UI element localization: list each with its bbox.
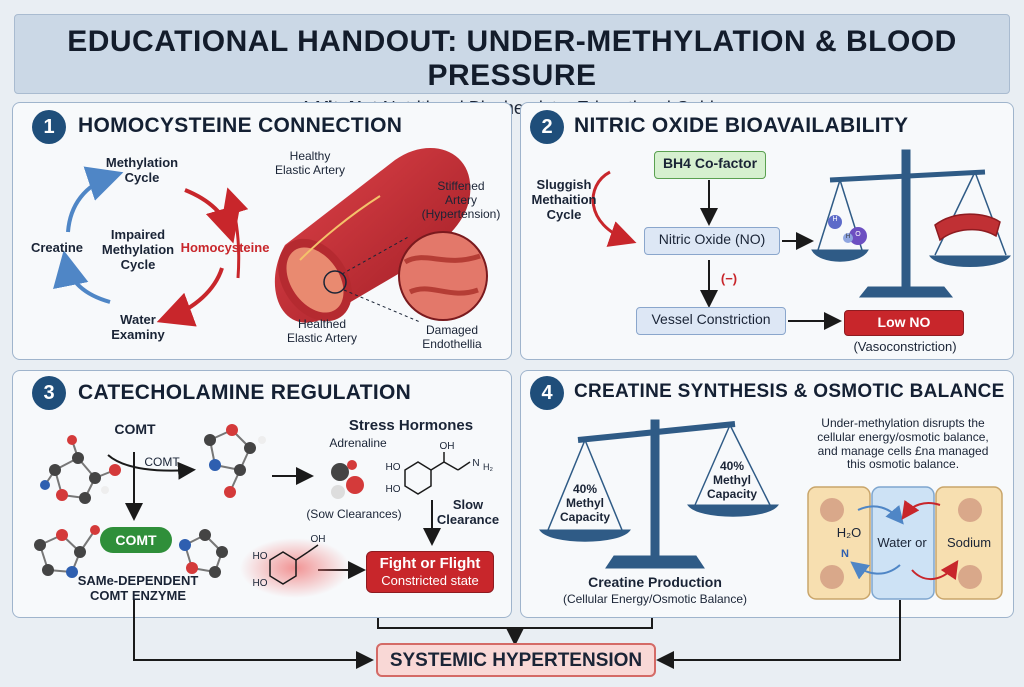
bh4-cofactor-box: BH4 Co-factor xyxy=(654,151,766,179)
panel-1-title: HOMOCYSTEINE CONNECTION xyxy=(78,114,403,137)
water-or-label: Water or xyxy=(877,535,927,550)
catechol-structure-bottom xyxy=(240,538,350,598)
molecule-left xyxy=(40,435,121,504)
adrenaline-molecule-3d xyxy=(331,460,364,499)
comt-enzyme-pill: COMT xyxy=(100,527,172,553)
panel-2-title: NITRIC OXIDE BIOAVAILABILITY xyxy=(574,114,909,137)
oh-label-bottom: OH xyxy=(310,534,326,545)
cycle-arrow-blue-bottom xyxy=(53,250,111,304)
sluggish-arrow xyxy=(591,170,637,247)
page-title: EDUCATIONAL HANDOUT: UNDER-METHYLATION &… xyxy=(67,25,957,92)
molecule-bottom-left xyxy=(34,525,100,578)
cycle-arrow-red-top xyxy=(184,188,241,244)
comt-mid-label: COMT xyxy=(144,455,180,469)
methylation-cycle-label: Methylation Cycle xyxy=(105,155,179,185)
vasoconstriction-label: (Vasoconstriction) xyxy=(853,339,957,354)
panel-3-title: CATECHOLAMINE REGULATION xyxy=(78,381,412,404)
sow-clearances-label: (Sow Clearances) xyxy=(306,507,402,521)
right-pan-label: 40% Methyl Capacity xyxy=(706,459,758,501)
healthed-artery-label: Healthed Elastic Artery xyxy=(286,317,358,345)
catechol-structure-top xyxy=(404,452,471,495)
creatine-production-label: Creatine Production xyxy=(588,574,722,590)
sodium-label: Sodium xyxy=(946,535,992,550)
oh-label-top: OH xyxy=(439,441,455,452)
constricted-state-label: Constricted state xyxy=(381,573,479,588)
comt-top-label: COMT xyxy=(114,421,156,437)
cycle-arrow-red-bottom xyxy=(156,267,224,327)
inhibit-sign: (−) xyxy=(720,271,738,286)
cycle-arrow-red-up xyxy=(222,187,249,279)
vessel-constriction-box: Vessel Constriction xyxy=(636,307,786,335)
osmotic-description: Under-methylation disrupts the cellular … xyxy=(817,416,989,472)
stress-hormones-label: Stress Hormones xyxy=(348,417,474,434)
nh-label-top: N xyxy=(472,458,480,469)
footer-connectors xyxy=(133,600,901,669)
molecule-o-label: O xyxy=(855,231,861,238)
molecule-right xyxy=(204,424,266,498)
damaged-endothelium-label: Damaged Endothellia xyxy=(422,323,482,351)
panel-4-title: CREATINE SYNTHESIS & OSMOTIC BALANCE xyxy=(574,381,1005,402)
molecule-bottom-right xyxy=(179,529,228,578)
n-label: N xyxy=(841,548,849,560)
ho-label-bottom-1: HO xyxy=(252,551,268,562)
systemic-hypertension-box: SYSTEMIC HYPERTENSION xyxy=(376,643,656,677)
low-no-box: Low NO xyxy=(844,310,964,336)
left-pan-label: 40% Methyl Capacity xyxy=(559,482,611,524)
h2o-label: H₂O xyxy=(836,525,862,540)
panel-3-number: 3 xyxy=(32,376,66,410)
h2-label-top: H₂ xyxy=(483,462,493,472)
panel-2-number: 2 xyxy=(530,110,564,144)
adrenaline-label: Adrenaline xyxy=(329,436,387,450)
panel-4-number: 4 xyxy=(530,376,564,410)
impaired-methylation-label: Impaired Methylation Cycle xyxy=(101,227,175,272)
ho-label-top-2: HO xyxy=(385,484,401,495)
creatine-production-sub: (Cellular Energy/Osmotic Balance) xyxy=(562,592,748,606)
molecule-h-label: H xyxy=(832,216,838,223)
slow-clearance-label: Slow Clearance xyxy=(436,497,500,527)
stiffened-artery-label: Stiffened Artery (Hypertension) xyxy=(421,179,501,221)
artery-illustration xyxy=(274,147,488,323)
nitric-oxide-box: Nitric Oxide (NO) xyxy=(644,227,780,255)
ho-label-bottom-2: HO xyxy=(252,578,268,589)
balance-scale-2 xyxy=(811,149,1011,298)
balance-scale-4 xyxy=(539,419,779,569)
same-dependent-label: SAMe-DEPENDENT COMT ENZYME xyxy=(77,573,199,603)
osmotic-cells xyxy=(807,486,1003,600)
ho-label-top-1: HO xyxy=(385,462,401,473)
cycle-arrow-blue-top xyxy=(66,166,124,233)
comt-arrow-curve xyxy=(107,454,196,480)
healthy-artery-label: Healthy Elastic Artery xyxy=(274,149,346,177)
panel-1-number: 1 xyxy=(32,110,66,144)
fight-or-flight-title: Fight or Flight xyxy=(379,555,481,572)
sluggish-cycle-label: Sluggish Methaition Cycle xyxy=(531,177,597,222)
water-examiny-label: Water Examiny xyxy=(111,312,165,342)
creatine-label: Creatine xyxy=(30,240,84,255)
molecule-h2-label: H xyxy=(845,234,851,240)
homocysteine-label: Homocysteine xyxy=(180,240,270,255)
